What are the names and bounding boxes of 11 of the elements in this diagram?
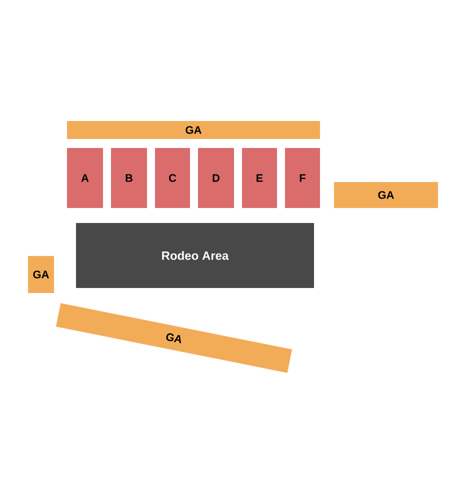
seating-section: E <box>242 148 277 208</box>
general-admission-section: GA <box>67 121 320 139</box>
general-admission-section: GA <box>56 303 292 373</box>
seating-section: F <box>285 148 320 208</box>
seating-section: D <box>198 148 234 208</box>
seating-section: A <box>67 148 103 208</box>
seating-section: C <box>155 148 190 208</box>
general-admission-section: GA <box>28 256 54 293</box>
general-admission-section: GA <box>334 182 438 208</box>
rodeo-area: Rodeo Area <box>76 223 314 288</box>
seating-section: B <box>111 148 147 208</box>
